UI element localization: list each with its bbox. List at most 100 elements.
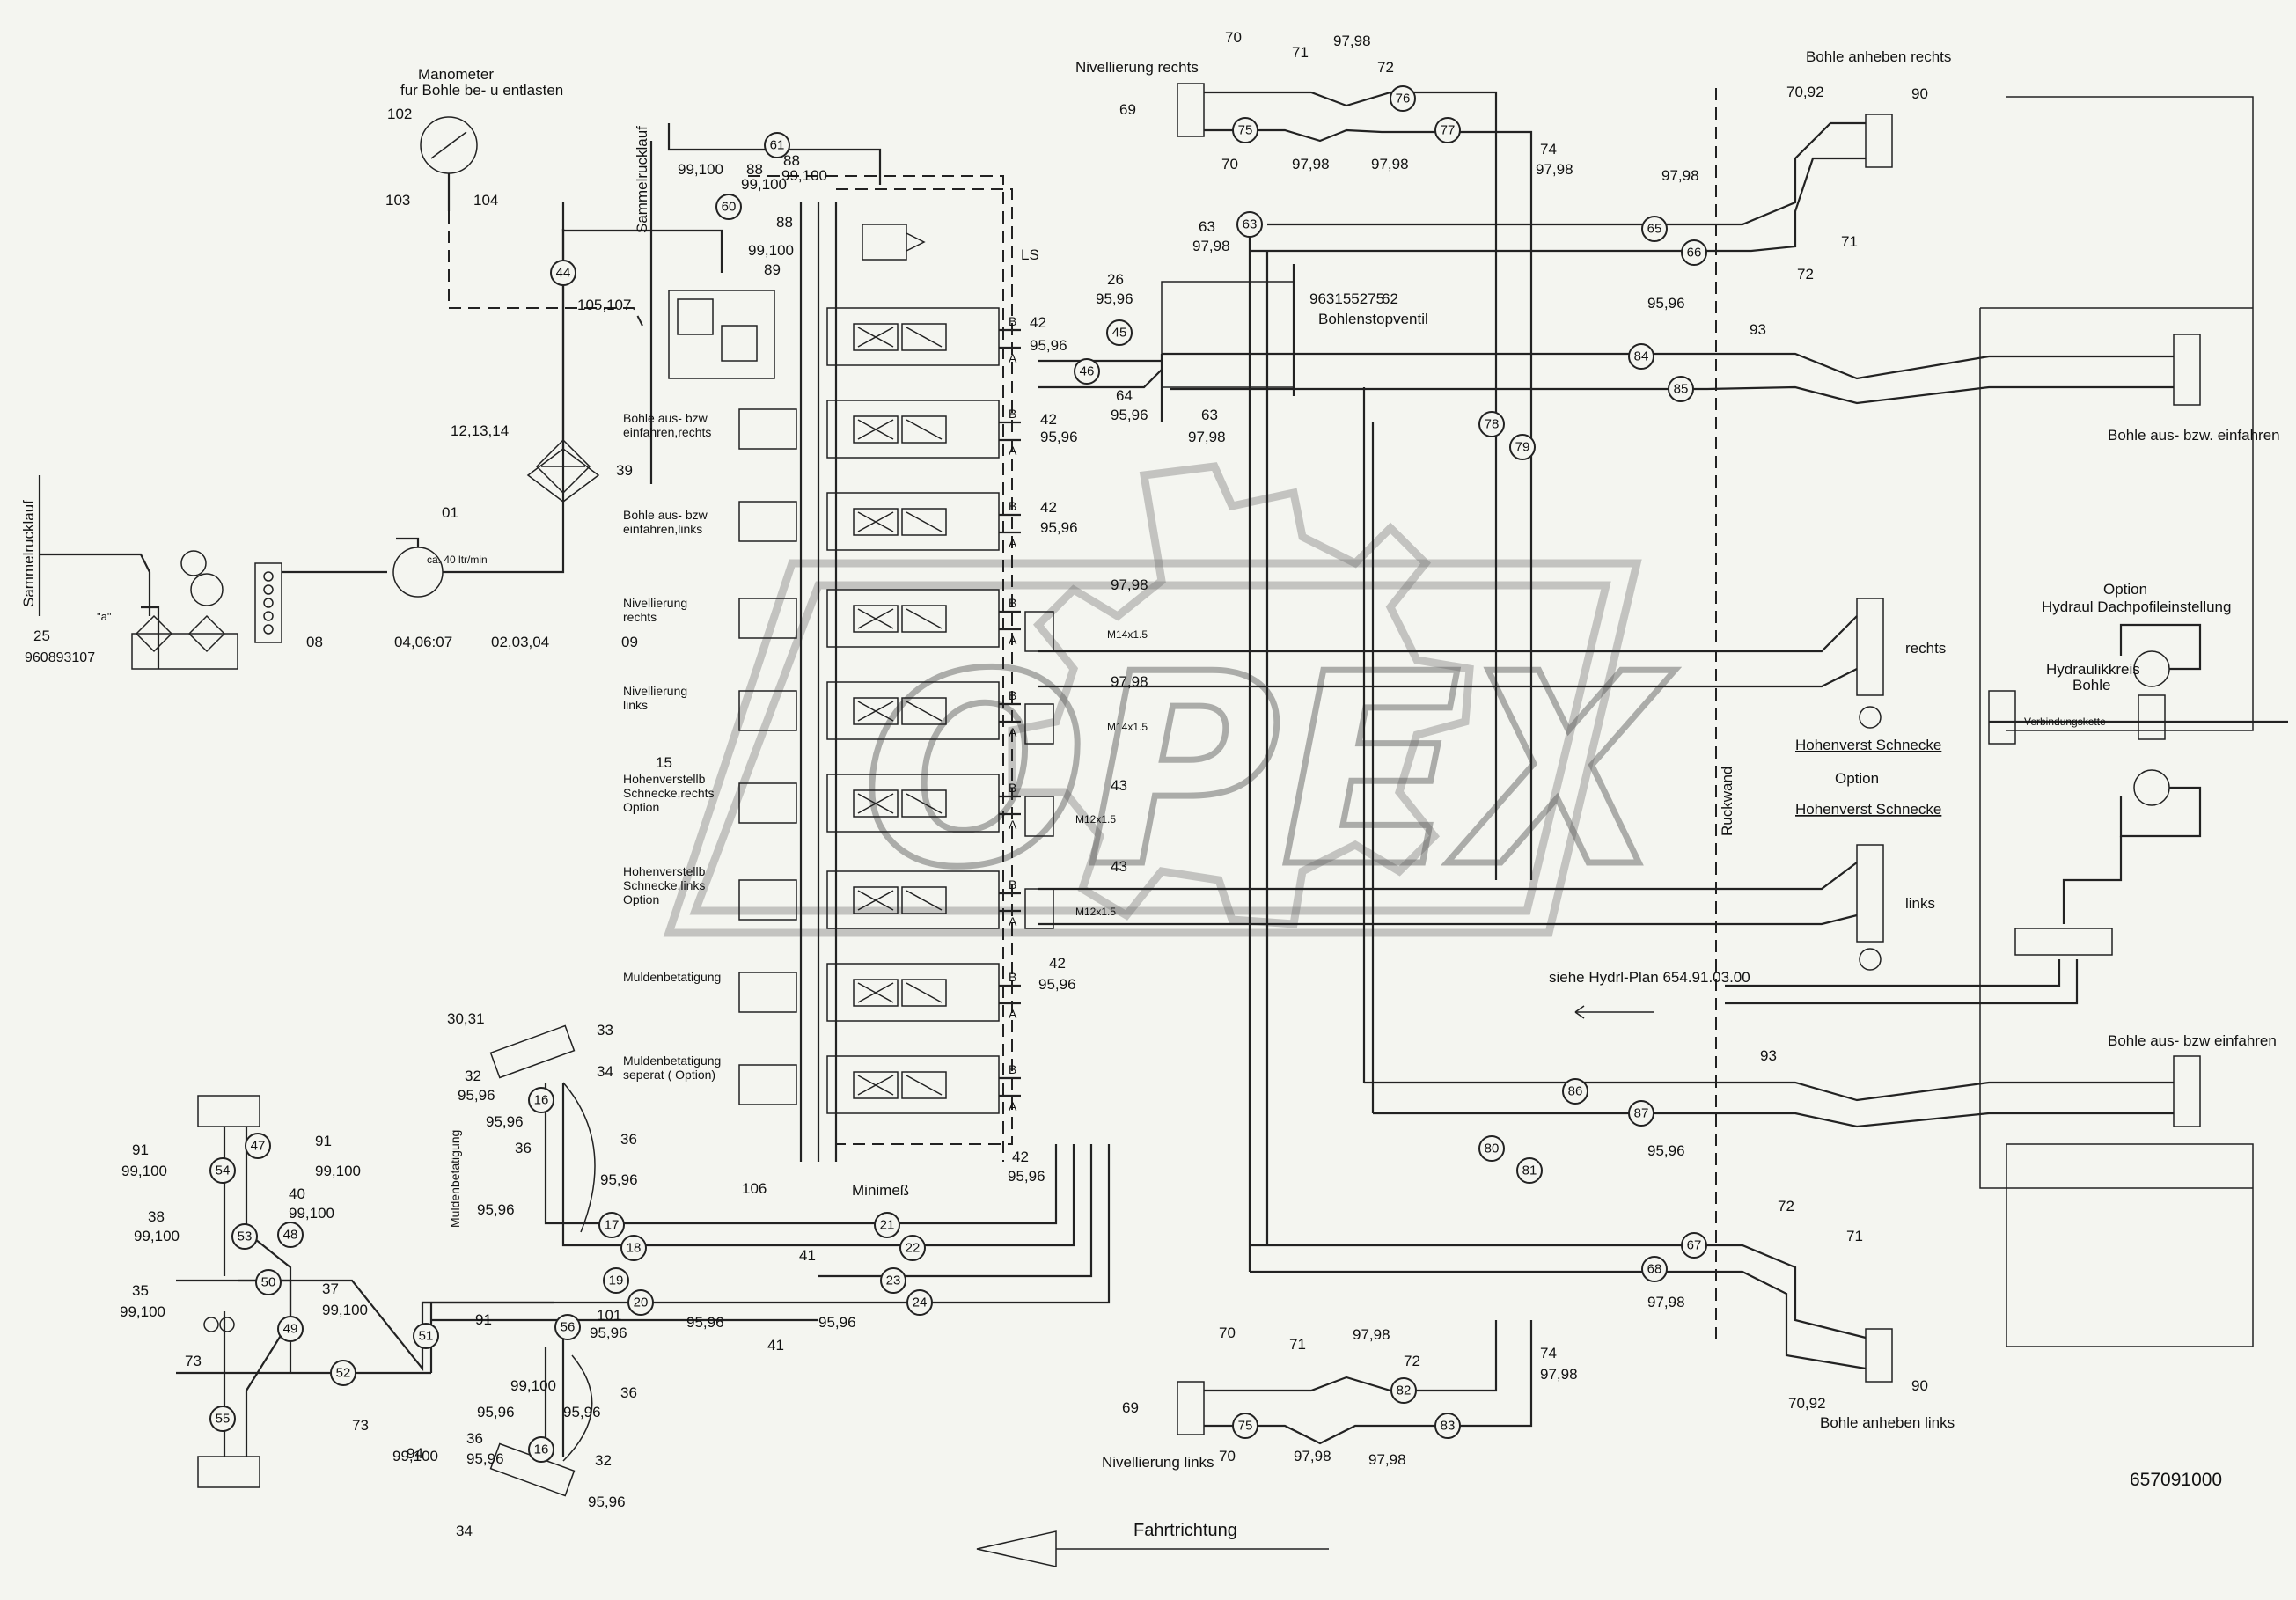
part-number: 36: [620, 1384, 637, 1401]
line-bubble: [255, 1269, 282, 1295]
pilot-valve: [738, 690, 797, 731]
part-number: 42: [1012, 1149, 1029, 1165]
line-bubble-text: 67: [1687, 1238, 1702, 1253]
part-number: 99,100: [134, 1228, 180, 1244]
part-number: 93: [1750, 321, 1766, 338]
part-number: 70,92: [1788, 1395, 1826, 1412]
part-number: 09: [621, 634, 638, 650]
part-number: 70: [1219, 1325, 1236, 1341]
spool-right: [901, 1071, 947, 1099]
hydraulikkreis-label-2: Bohle: [2072, 677, 2110, 694]
pilot-valve: [738, 408, 797, 450]
line-bubble-text: 77: [1441, 123, 1456, 138]
port-a-label: A: [1009, 914, 1017, 928]
line-bubble-text: 22: [906, 1241, 921, 1256]
line-bubble-text: 85: [1674, 382, 1689, 397]
part-number: 12,13,14: [451, 422, 509, 439]
valve-label-7: Muldenbetatigung: [623, 970, 721, 984]
manometer-label: Manometer: [418, 66, 494, 83]
line-bubble: [528, 1087, 554, 1113]
valve-label-6: Hohenverstellb: [623, 864, 706, 878]
pilot-valve: [738, 972, 797, 1013]
spool-right: [901, 605, 947, 633]
part-number: 97,98: [1661, 167, 1699, 184]
valve-ports: [999, 1076, 1021, 1097]
filter: [526, 202, 600, 503]
part-number: 95,96: [1038, 976, 1076, 993]
part-number: 95,96: [590, 1325, 627, 1341]
part-number: 01: [442, 504, 458, 521]
line-bubble: [906, 1289, 933, 1316]
part-number: 69: [1119, 101, 1136, 118]
spool-arrows: [857, 327, 943, 348]
part-number: 72: [1797, 266, 1814, 283]
links-label: links: [1905, 895, 1935, 912]
part-number: 72: [1404, 1353, 1420, 1369]
muldenbetatigung-side-label: Muldenbetatigung: [448, 1130, 462, 1228]
port-a-label: A: [1009, 725, 1017, 739]
line-bubble: [1232, 117, 1258, 143]
spool-arrows: [857, 608, 943, 629]
flow-label: ca. 40 ltr/min: [427, 554, 488, 566]
line-bubble-text: 44: [556, 266, 571, 281]
valve-block: LS: [649, 123, 1039, 1162]
part-number: 63: [1199, 218, 1215, 235]
part-number: 95,96: [600, 1171, 638, 1188]
part-number: 103: [385, 192, 410, 209]
valve-label-3: rechts: [623, 610, 657, 624]
port-a-label: A: [1009, 1007, 1017, 1021]
part-number: 93: [1760, 1047, 1777, 1064]
opex-watermark: OPEX: [663, 462, 1678, 937]
part-number: 95,96: [486, 1113, 524, 1130]
part-number: 95,96: [477, 1404, 515, 1420]
part-number: 88: [746, 161, 763, 178]
part-number: 71: [1292, 44, 1309, 61]
line-bubble-text: 54: [216, 1163, 231, 1178]
line-bubble-text: 21: [880, 1218, 895, 1233]
line-bubble: [1628, 343, 1654, 370]
part-number: 43: [1111, 777, 1127, 794]
valve-section-6: [826, 774, 1000, 833]
line-bubble: [1434, 1413, 1461, 1439]
part-number: 38: [148, 1208, 165, 1225]
part-number: 99,100: [781, 167, 827, 184]
part-number: 72: [1778, 1198, 1794, 1215]
part-number: 102: [387, 106, 412, 122]
part-number: 97,98: [1333, 33, 1371, 49]
pilot-valve: [738, 1064, 797, 1105]
part-number: 41: [799, 1247, 816, 1264]
part-number: 99,100: [120, 1303, 165, 1320]
nivellierung-rechts-label: Nivellierung rechts: [1075, 59, 1199, 76]
part-number: 37: [322, 1281, 339, 1297]
port-b-label: B: [1009, 1062, 1016, 1076]
drawing-number: 657091000: [2130, 1470, 2222, 1490]
line-bubble-text: 87: [1634, 1106, 1649, 1121]
middle-bus: [1038, 224, 1375, 1272]
part-number: 95,96: [458, 1087, 495, 1104]
part-number: 91: [315, 1133, 332, 1149]
line-bubble: [231, 1223, 258, 1250]
port-a-label: A: [1009, 633, 1017, 647]
part-number: 97,98: [1536, 161, 1573, 178]
line-bubble-text: 68: [1647, 1262, 1662, 1277]
valve-label-5: Schnecke,rechts: [623, 786, 715, 800]
part-number: 99,100: [510, 1377, 556, 1394]
pilot-valve: [738, 879, 797, 921]
valve-section-9: [826, 1055, 1000, 1114]
part-number: 99,100: [748, 242, 794, 259]
spool-left: [853, 697, 899, 725]
part-number: 69: [1122, 1399, 1139, 1416]
thread-label: M12x1.5: [1075, 813, 1116, 826]
sammelrucklauf-top-label: Sammelrucklauf: [634, 126, 650, 233]
line-bubble: [245, 1133, 271, 1159]
part-number: 70: [1219, 1448, 1236, 1464]
valve-label-2: Bohle aus- bzw: [623, 508, 708, 522]
part-number: 95,96: [1030, 337, 1067, 354]
line-bubble-text: 16: [534, 1093, 549, 1108]
line-bubble-text: 46: [1080, 364, 1095, 379]
hohenverst-label-2: Hohenverst Schnecke: [1795, 801, 1941, 818]
line-bubble-text: 23: [886, 1273, 901, 1288]
line-bubble-text: 45: [1112, 326, 1127, 341]
rechts-label: rechts: [1905, 640, 1946, 657]
